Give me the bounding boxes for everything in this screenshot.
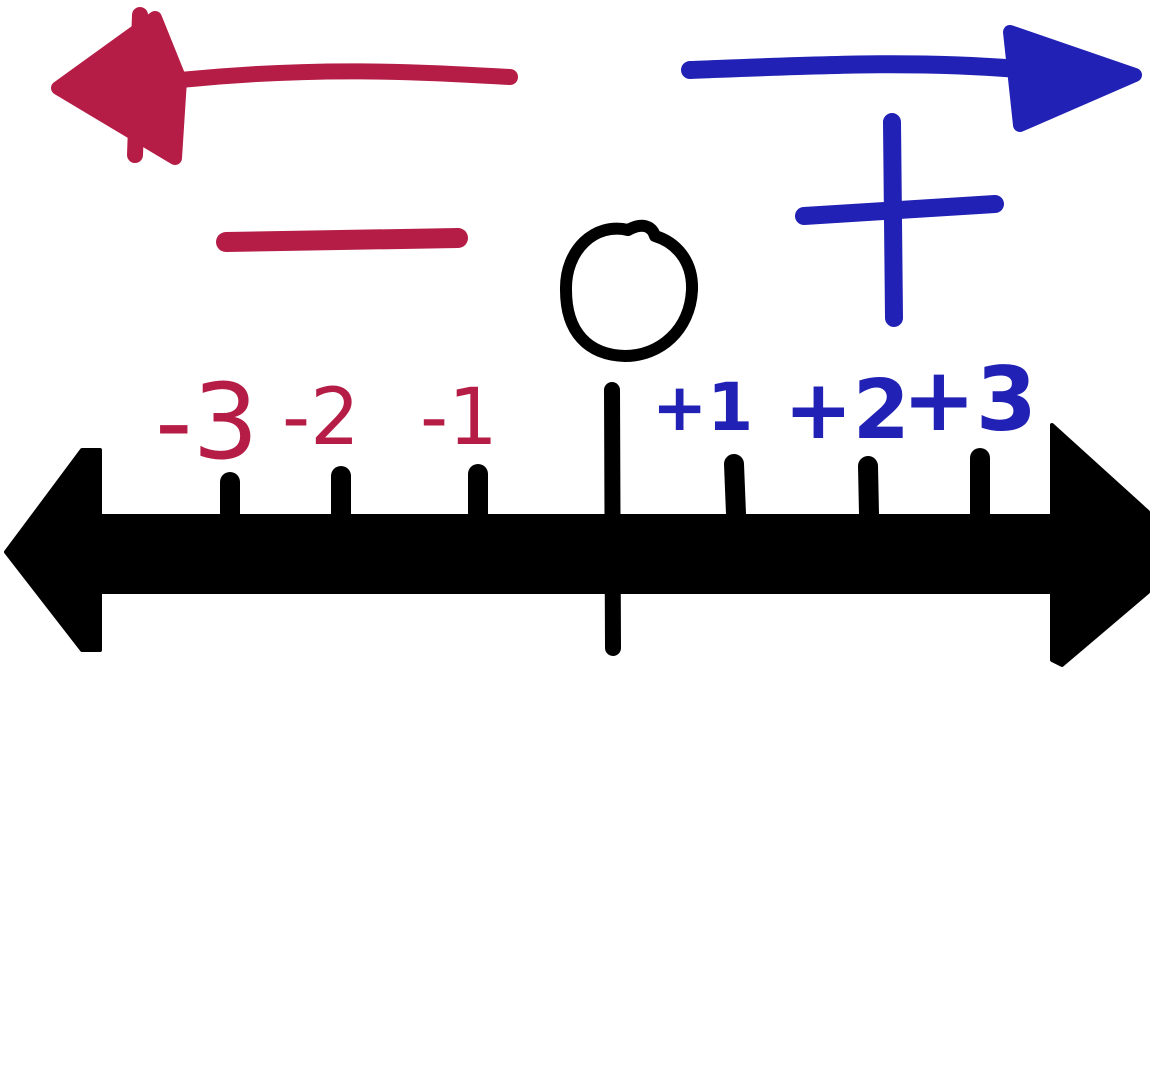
label-pos-1: +1 xyxy=(652,369,753,446)
number-line-axis xyxy=(4,423,1150,667)
label-neg-1: -1 xyxy=(420,373,498,463)
label-pos-2: +2 xyxy=(784,363,910,458)
label-neg-2: -2 xyxy=(282,373,360,463)
minus-sign xyxy=(216,228,468,252)
positive-labels: +1 +2 +3 xyxy=(652,348,1037,458)
negative-direction-arrow xyxy=(51,7,518,165)
positive-direction-arrow xyxy=(681,25,1142,132)
zero-label xyxy=(559,219,698,362)
negative-labels: -3 -2 -1 xyxy=(155,361,498,483)
label-pos-3: +3 xyxy=(902,348,1037,451)
tick-mark-pos-2 xyxy=(858,456,879,524)
label-neg-3: -3 xyxy=(155,361,259,483)
tick-mark-pos-1 xyxy=(724,454,746,524)
tick-marks xyxy=(220,382,990,656)
tick-mark-zero xyxy=(604,382,621,656)
plus-sign xyxy=(795,113,1004,327)
